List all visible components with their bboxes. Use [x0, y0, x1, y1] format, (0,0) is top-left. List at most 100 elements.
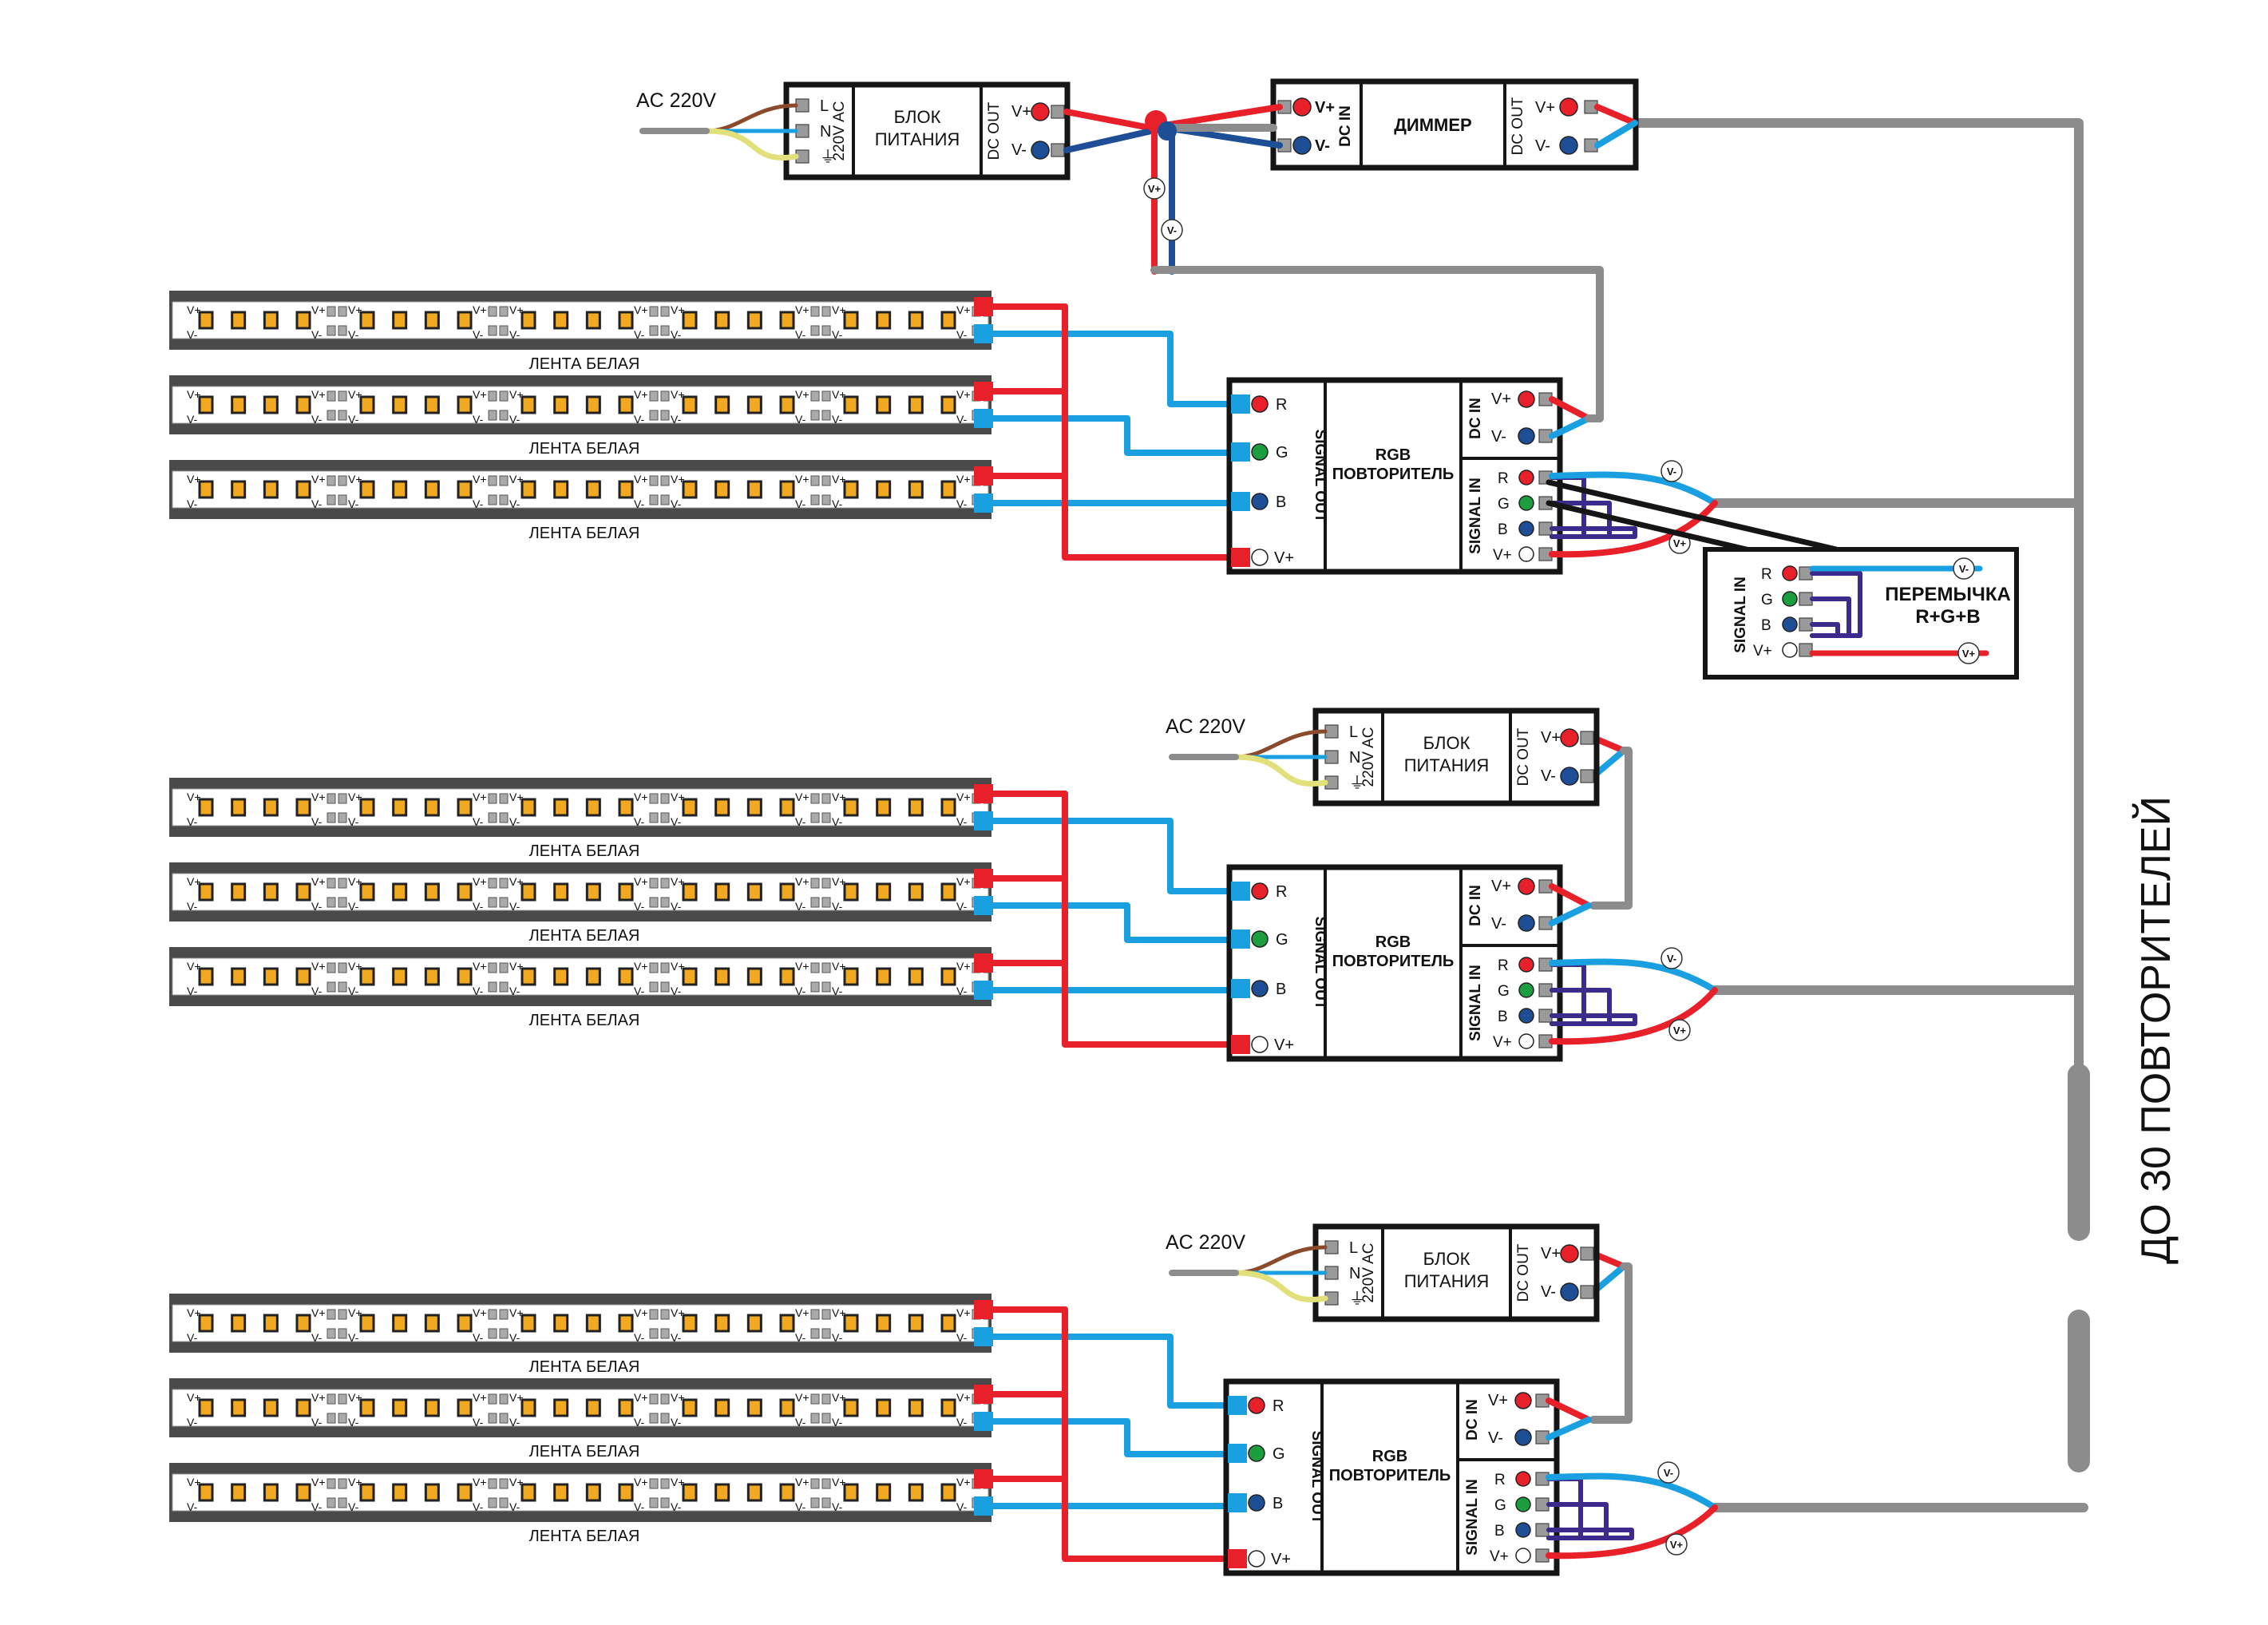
signal-in-dot: [1518, 495, 1534, 511]
signal-out-vplus: V+: [1271, 1551, 1291, 1568]
strip-solder-pad: [649, 1328, 659, 1339]
led-chip: [908, 882, 924, 902]
strip-solder-pad: [327, 1497, 336, 1508]
led-chip: [746, 1398, 762, 1417]
strip-solder-pad: [338, 325, 347, 336]
led-chip: [714, 882, 730, 902]
dc-in-vminus-terminal: [1518, 427, 1535, 445]
screw-terminal: [1580, 769, 1594, 783]
strip-vminus: V-: [634, 985, 645, 997]
strip-vminus: V-: [634, 815, 645, 828]
strip-vminus: V-: [348, 413, 359, 426]
led-chip: [585, 480, 601, 499]
signal-in-dot: [1518, 957, 1534, 973]
vminus-terminal: [1031, 141, 1050, 160]
wire-vplus: [1546, 1397, 1592, 1423]
strip-solder-pad: [499, 878, 509, 889]
strip-vplus: V+: [348, 875, 362, 888]
strip-solder-pad: [499, 410, 509, 421]
led-chip: [231, 1314, 247, 1333]
strip-solder-pad: [338, 1413, 347, 1424]
polarity-badge-label: V-: [1959, 563, 1969, 575]
strip-solder-pad: [488, 1478, 497, 1489]
dc-out-label: DC OUT: [1515, 727, 1532, 786]
strip-vplus: V+: [795, 1476, 809, 1488]
dc-in-vminus: V-: [1315, 137, 1330, 155]
led-chip: [295, 882, 311, 902]
strip-solder-pad: [327, 390, 336, 402]
led-chip: [876, 798, 892, 817]
strip-vplus: V+: [832, 791, 846, 803]
strip-vminus: V-: [671, 1331, 682, 1344]
strip-solder-pad: [821, 793, 831, 804]
led-chip: [263, 798, 279, 817]
strip-vplus: V+: [311, 473, 326, 486]
led-chip: [682, 1483, 698, 1502]
callout-signal-in: SIGNAL IN: [1732, 577, 1749, 653]
led-chip: [457, 1398, 473, 1417]
led-chip: [359, 1398, 375, 1417]
signal-out-pad: [1231, 442, 1250, 462]
signal-in-dot: [1515, 1471, 1531, 1487]
led-chip: [392, 1398, 408, 1417]
strip-solder-pad: [649, 390, 659, 402]
strip-vplus: V+: [956, 303, 971, 316]
led-chip: [295, 480, 311, 499]
strip-solder-pad: [499, 812, 509, 823]
strip-solder-pad: [660, 897, 670, 908]
strip-solder-pad: [338, 494, 347, 505]
screw-terminal: [1580, 1246, 1594, 1261]
power-supply-body: [1312, 707, 1600, 807]
strip-vminus: V-: [348, 815, 359, 828]
led-chip: [618, 1483, 634, 1502]
jumper-wire: [1810, 622, 1840, 638]
strip-vminus: V-: [311, 985, 323, 997]
strip-solder-pad: [327, 793, 336, 804]
ac-input-label: AC 220V: [636, 89, 716, 112]
polarity-badge-circle: [1161, 219, 1183, 241]
strip-vminus: V-: [348, 1331, 359, 1344]
strip-solder-pad: [649, 1478, 659, 1489]
strip-vplus: V+: [671, 960, 685, 973]
led-chip: [746, 1483, 762, 1502]
led-chip: [940, 1314, 956, 1333]
strip-solder-pad: [338, 1497, 347, 1508]
strip-vplus: V+: [795, 1306, 809, 1319]
polarity-badge-label: V+: [1673, 1025, 1687, 1036]
strip-vplus: V+: [832, 1476, 846, 1488]
strip-pcb: [172, 386, 989, 424]
led-chip: [520, 395, 536, 414]
polarity-badge: V-: [1161, 219, 1183, 241]
strip-solder-pad: [660, 1413, 670, 1424]
led-chip: [843, 1483, 859, 1502]
strip-solder-pad: [821, 878, 831, 889]
led-chip: [424, 798, 440, 817]
psu-title: ПИТАНИЯ: [1404, 755, 1490, 775]
strip-vminus: V-: [187, 815, 198, 828]
signal-out-pad: [1228, 1444, 1247, 1463]
strip-vminus: V-: [832, 1331, 843, 1344]
strip-vminus: V-: [795, 1331, 806, 1344]
strip-vminus: V-: [671, 985, 682, 997]
polarity-badge-circle: [1957, 642, 1980, 664]
led-chip: [779, 1483, 795, 1502]
strip-vplus: V+: [671, 791, 685, 803]
strip-vminus: V-: [634, 1500, 645, 1513]
callout-line: [1546, 500, 1756, 554]
strip-solder-pad: [660, 494, 670, 505]
led-chip: [876, 1483, 892, 1502]
strip-solder-pad: [488, 981, 497, 993]
strip-vminus: V-: [473, 815, 484, 828]
strip-solder-pad: [649, 1497, 659, 1508]
led-chip: [424, 311, 440, 330]
strip-solder-pad: [649, 812, 659, 823]
strip-vplus: V+: [509, 875, 524, 888]
led-chip: [457, 395, 473, 414]
led-chip: [585, 395, 601, 414]
strip-vplus: V+: [956, 1306, 971, 1319]
signal-out-dot: [1251, 395, 1269, 413]
strip-solder-pad: [810, 390, 820, 402]
ac-side-label: 220V AC: [831, 101, 848, 161]
strip-vplus: V+: [187, 388, 201, 401]
